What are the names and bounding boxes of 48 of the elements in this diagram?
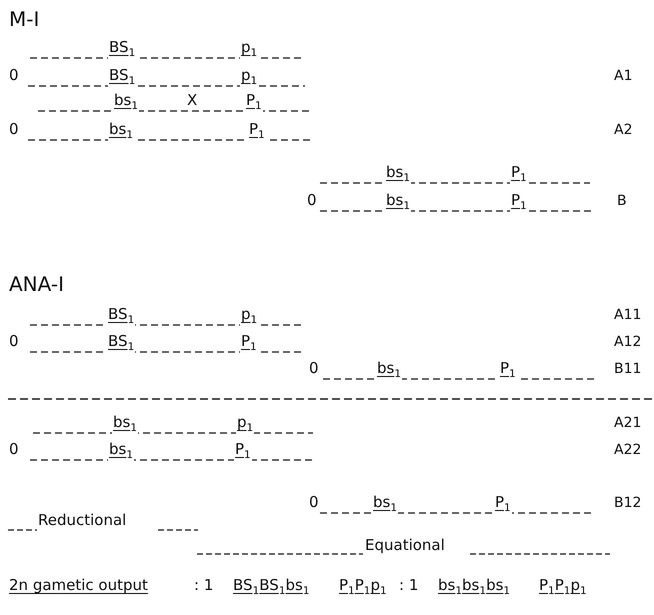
- gene-label: bs$_{1}$: [108, 442, 134, 460]
- gametic-output-text: BS$_{1}$BS$_{1}$bs$_{1}$: [232, 578, 311, 596]
- crossover-mark: X: [186, 93, 198, 108]
- gene-label: P$_{1}$: [510, 193, 528, 212]
- gametic-output-text: P$_{1}$P$_{1}$p$_{1}$: [538, 578, 588, 596]
- chromatid-label: B: [616, 194, 628, 208]
- chromatid-label: A1: [613, 69, 634, 83]
- chromatid-label: B11: [613, 362, 642, 376]
- ratio-text: : 1: [398, 578, 420, 593]
- gene-label: P$_{1}$: [234, 442, 252, 460]
- centromere-label: 0: [8, 68, 20, 83]
- gametic-output-text: 2n gametic output: [8, 578, 149, 593]
- gene-label: bs$_{1}$: [113, 93, 140, 112]
- chromatid-label: A12: [613, 335, 642, 349]
- gene-label: P$_{1}$: [245, 93, 263, 112]
- chromatid-label: A2: [613, 123, 634, 137]
- ratio-text: : 1: [193, 578, 214, 593]
- centromere-label: 0: [306, 193, 318, 208]
- centromere-label: 0: [8, 334, 20, 349]
- gene-label: P$_{1}$: [248, 122, 266, 140]
- chromatid-label: A21: [613, 416, 642, 430]
- centromere-label: 0: [308, 361, 320, 376]
- gene-label: bs$_{1}$: [372, 495, 398, 514]
- gene-label: BS$_{1}$: [107, 307, 136, 326]
- chromatid-label: A11: [613, 308, 642, 322]
- stage-heading: M-I: [8, 9, 40, 29]
- gene-label: P$_{1}$: [499, 361, 517, 380]
- gametic-output-text: bs$_{1}$bs$_{1}$bs$_{1}$: [437, 578, 512, 596]
- centromere-label: 0: [8, 122, 20, 137]
- gene-label: bs$_{1}$: [376, 361, 402, 380]
- chromatid-label: B12: [613, 496, 642, 510]
- gene-label: BS$_{1}$: [108, 40, 136, 58]
- gene-label: P$_{1}$: [510, 165, 528, 184]
- chromatid-label: A22: [613, 443, 642, 457]
- stage-heading: ANA-I: [8, 274, 65, 294]
- segregation-label: Reductional: [37, 513, 128, 528]
- gene-label: BS$_{1}$: [108, 68, 136, 86]
- centromere-label: 0: [8, 442, 20, 457]
- gene-label: bs$_{1}$: [385, 165, 412, 184]
- gene-label: P$_{1}$: [240, 334, 258, 352]
- gene-label: BS$_{1}$: [107, 334, 136, 352]
- segregation-label: Equational: [364, 538, 446, 553]
- gene-label: bs$_{1}$: [112, 415, 138, 434]
- centromere-label: 0: [308, 495, 320, 510]
- gene-label: bs$_{1}$: [108, 122, 134, 140]
- gene-label: bs$_{1}$: [385, 193, 412, 212]
- gene-label: P$_{1}$: [494, 495, 512, 514]
- gametic-output-text: P$_{1}$P$_{1}$p$_{1}$: [338, 578, 388, 596]
